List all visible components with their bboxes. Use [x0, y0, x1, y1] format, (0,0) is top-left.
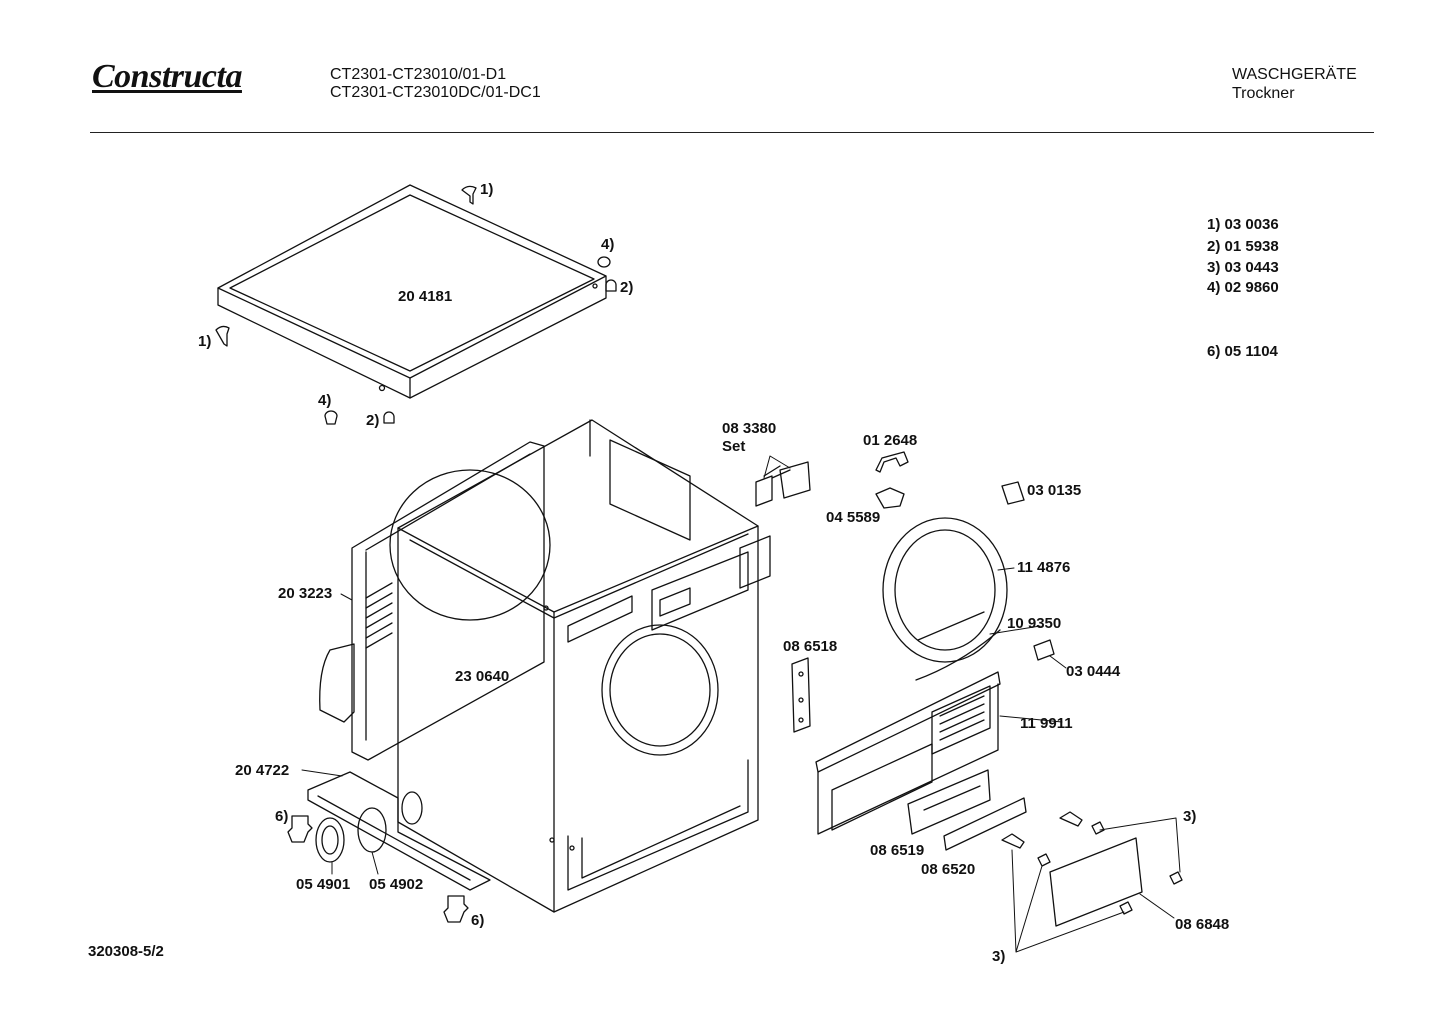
part-label-control-board: 08 6518 — [783, 638, 838, 655]
ref-label: 6) — [471, 912, 485, 929]
part-label-bracket: 01 2648 — [863, 432, 918, 449]
leader-lines — [302, 456, 1180, 952]
part-label-cabinet: 23 0640 — [455, 668, 510, 685]
header-divider — [90, 132, 1374, 133]
bracket-part — [876, 452, 1024, 508]
ref-label: 2) — [620, 279, 634, 296]
part-label-03-0444: 03 0444 — [1066, 663, 1121, 680]
ref-label: 3) — [992, 948, 1006, 965]
part-label-cover: 20 4181 — [398, 288, 453, 305]
part-label-seal: 10 9350 — [1007, 615, 1062, 632]
cover-clip-icon — [216, 186, 476, 346]
handle-part — [908, 770, 1026, 850]
front-panel-part — [816, 672, 1000, 834]
base-frame-part — [308, 772, 490, 890]
service-cover-part — [1050, 838, 1142, 926]
legend-item-3: 3) 03 0443 — [1207, 259, 1279, 276]
legend-item-2: 2) 01 5938 — [1207, 238, 1279, 255]
part-label-set: Set — [722, 438, 746, 455]
ref-label: 4) — [318, 392, 332, 409]
ref-label: 1) — [480, 181, 494, 198]
small-part-icon — [1034, 640, 1054, 660]
part-label-grommet-1: 05 4901 — [296, 876, 351, 893]
part-label-handle-insert: 08 6520 — [921, 861, 976, 878]
control-board-part — [792, 658, 810, 732]
part-label-door-ring: 11 4876 — [1017, 559, 1071, 576]
legend-item-1: 1) 03 0036 — [1207, 216, 1279, 233]
rear-panel-part — [320, 442, 550, 760]
ref-label: 6) — [275, 808, 289, 825]
part-label-03-0135: 03 0135 — [1027, 482, 1082, 499]
part-label-switch: 04 5589 — [826, 509, 881, 526]
ref-label: 4) — [601, 236, 615, 253]
document-number: 320308-5/2 — [88, 943, 164, 960]
legend-item-4: 4) 02 9860 — [1207, 279, 1279, 296]
category-subtitle: Trockner — [1232, 85, 1295, 102]
part-label-rear-panel: 20 3223 — [278, 585, 333, 602]
connector-set-part — [756, 462, 810, 506]
brand-logo: Constructa — [92, 58, 242, 95]
top-cover-part — [218, 185, 606, 398]
grommet-icon — [316, 808, 386, 862]
model-line-1: CT2301-CT23010/01-D1 — [330, 66, 507, 83]
legend-item-6: 6) 05 1104 — [1207, 343, 1278, 360]
model-line-2: CT2301-CT23010DC/01-DC1 — [330, 84, 541, 101]
door-ring-part — [883, 518, 1007, 662]
foot-icon — [288, 816, 468, 922]
main-cabinet-part — [398, 420, 770, 912]
category-title: WASCHGERÄTE — [1232, 66, 1357, 83]
part-label-front-panel: 11 9911 — [1020, 715, 1073, 732]
part-label-connector-set: 08 3380 — [722, 420, 777, 437]
cap-icon — [325, 257, 616, 424]
ref-label: 2) — [366, 412, 380, 429]
screw-icon — [1002, 812, 1182, 914]
part-label-service-cover: 08 6848 — [1175, 916, 1230, 933]
ref-label: 3) — [1183, 808, 1197, 825]
part-label-handle: 08 6519 — [870, 842, 925, 859]
part-label-grommet-2: 05 4902 — [369, 876, 424, 893]
part-label-base-frame: 20 4722 — [235, 762, 290, 779]
ref-label: 1) — [198, 333, 212, 350]
seal-strip-part — [916, 630, 1000, 680]
